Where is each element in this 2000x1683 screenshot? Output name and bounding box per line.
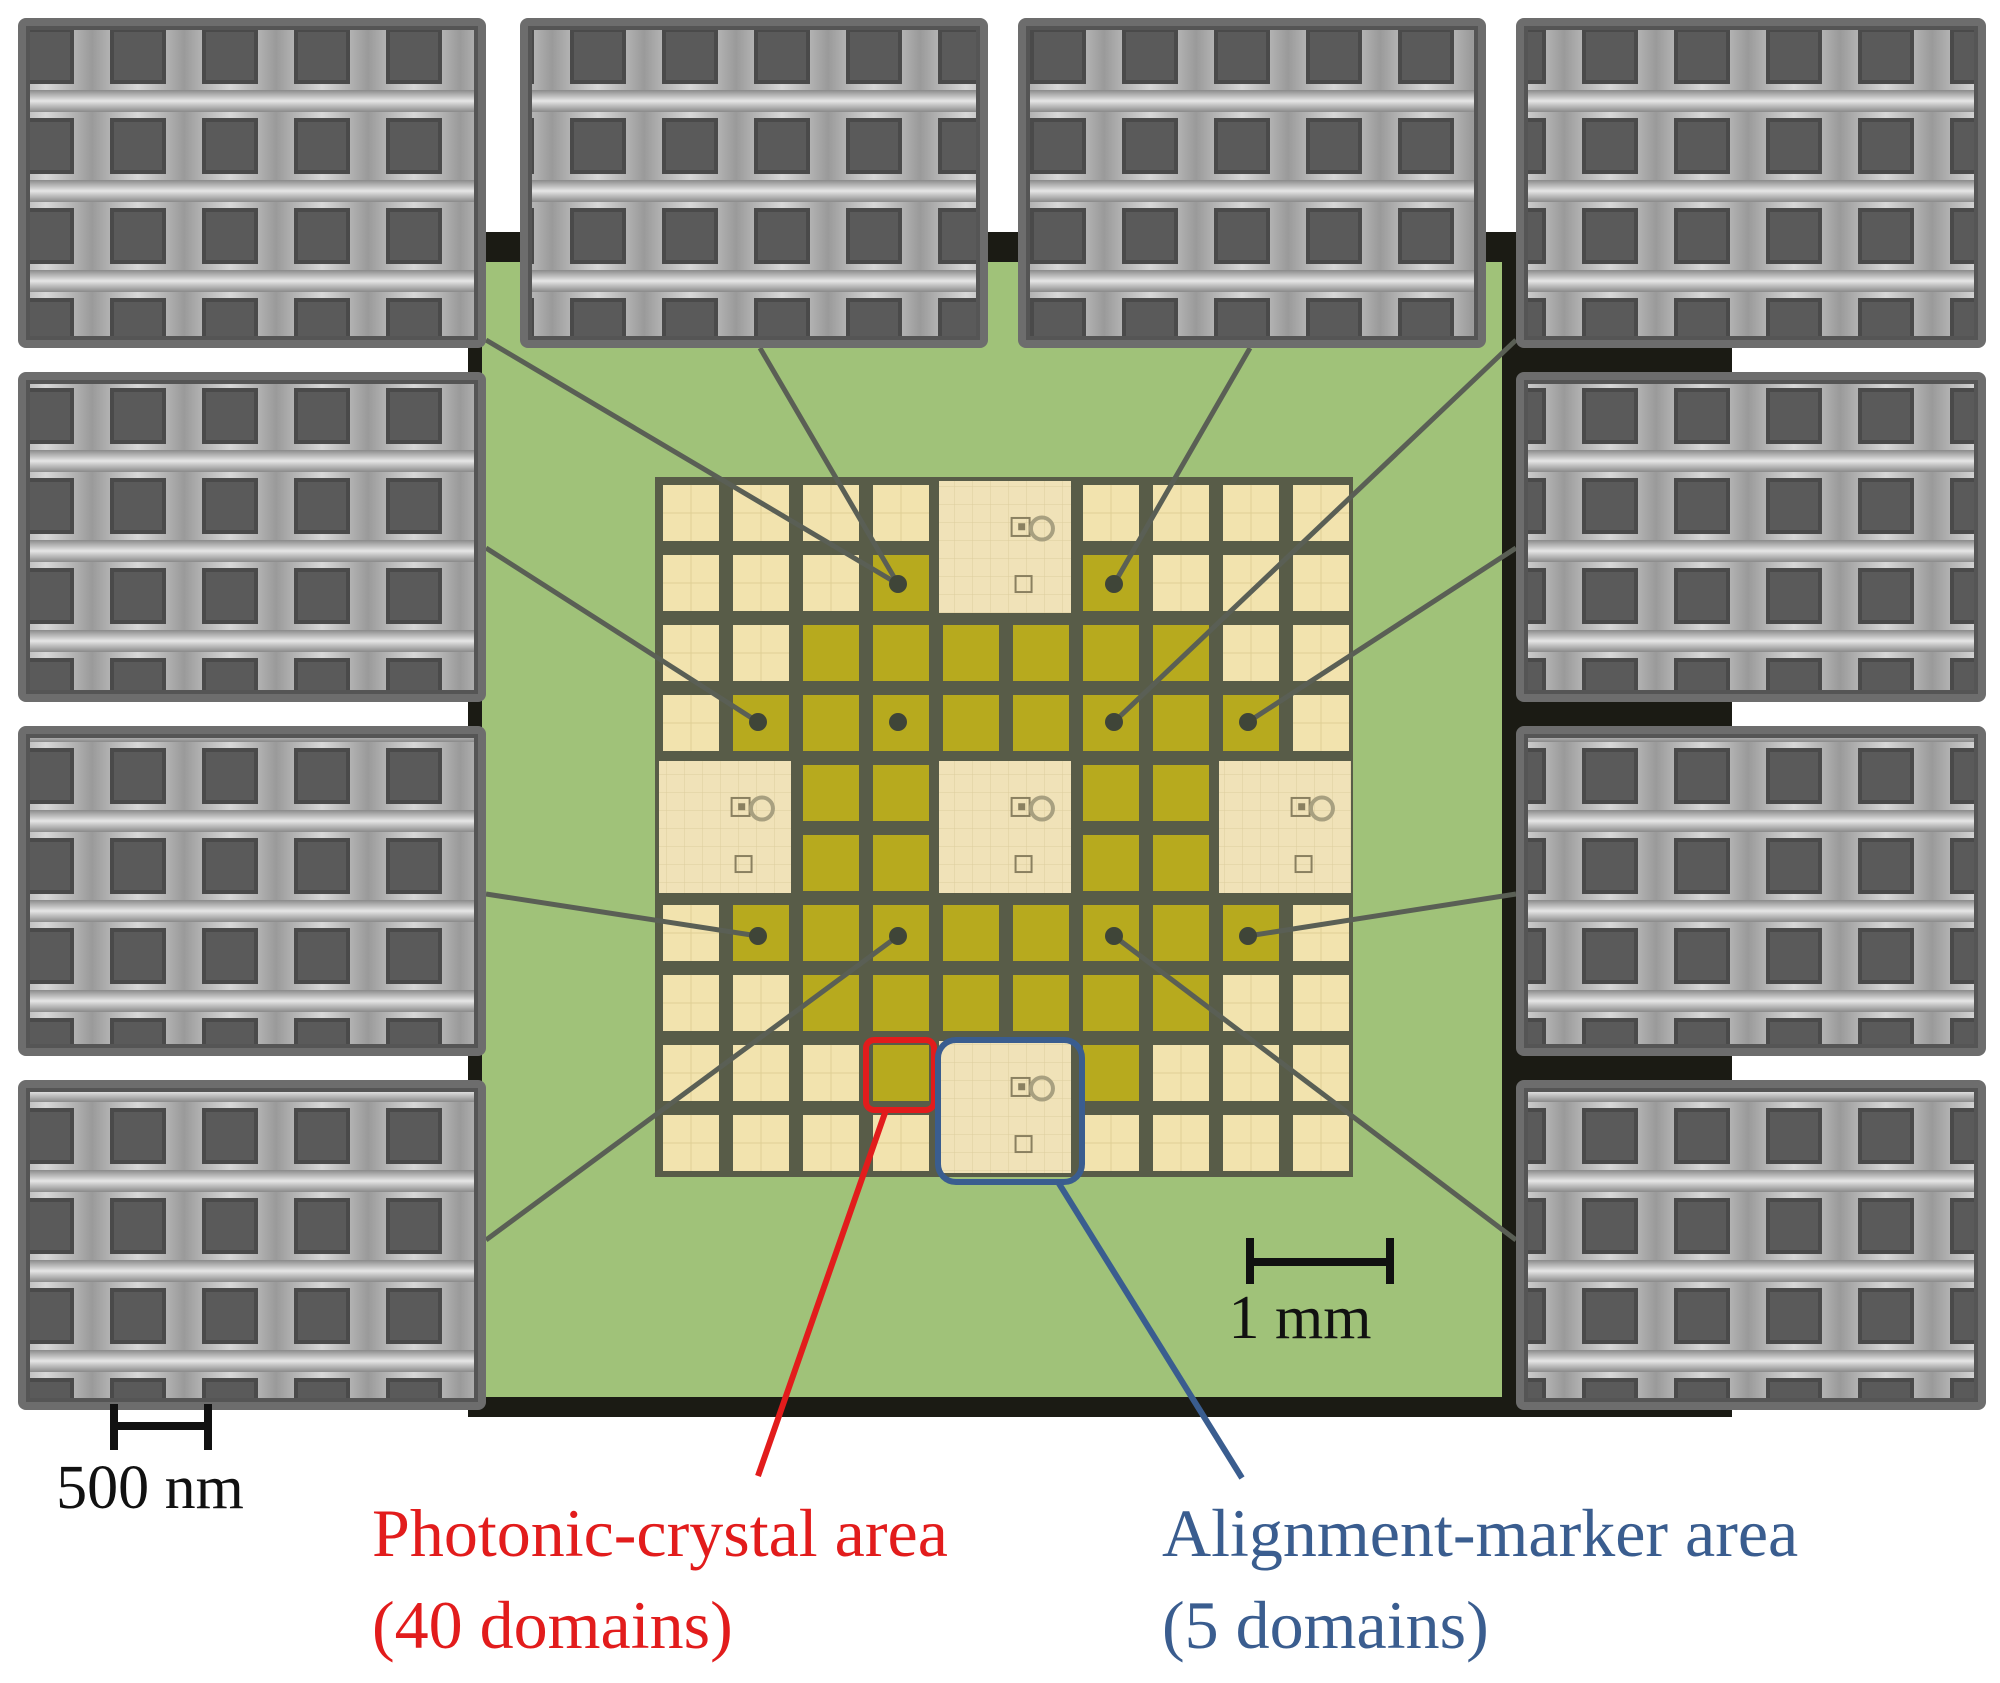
sem-inset xyxy=(1018,18,1486,348)
alignment-marker-block xyxy=(659,761,791,893)
photonic-crystal-count: (40 domains) xyxy=(372,1587,733,1663)
sem-inset xyxy=(18,372,486,702)
photonic-crystal-domain xyxy=(873,835,929,891)
photonic-crystal-domain xyxy=(1153,905,1209,961)
photonic-crystal-domain xyxy=(943,905,999,961)
photonic-crystal-domain xyxy=(943,695,999,751)
photonic-crystal-domain xyxy=(873,975,929,1031)
scale-bar-500nm: 500 nm xyxy=(56,1404,244,1522)
photonic-crystal-domain xyxy=(1083,975,1139,1031)
alignment-marker-block xyxy=(1219,761,1351,893)
photonic-crystal-domain xyxy=(803,765,859,821)
photonic-crystal-domain xyxy=(803,695,859,751)
sem-inset xyxy=(520,18,988,348)
photonic-crystal-domain xyxy=(1013,625,1069,681)
photonic-crystal-domain xyxy=(873,765,929,821)
connector-dot xyxy=(1105,713,1123,731)
photonic-crystal-domain xyxy=(1153,625,1209,681)
connector-dot xyxy=(889,575,907,593)
photonic-crystal-domain xyxy=(1083,625,1139,681)
sem-inset xyxy=(18,1080,486,1410)
sem-inset xyxy=(18,18,486,348)
photonic-crystal-domain xyxy=(873,625,929,681)
connector-dot xyxy=(1239,713,1257,731)
connector-dot xyxy=(1239,927,1257,945)
sem-inset xyxy=(1516,726,1986,1056)
sem-inset xyxy=(1516,1080,1986,1410)
photonic-crystal-domain xyxy=(1153,695,1209,751)
photonic-crystal-domain xyxy=(1013,975,1069,1031)
photonic-crystal-domain xyxy=(1083,765,1139,821)
photonic-crystal-domain xyxy=(943,975,999,1031)
photonic-crystal-domain xyxy=(803,905,859,961)
photonic-crystal-domain xyxy=(803,835,859,891)
sem-inset xyxy=(18,726,486,1056)
sem-inset xyxy=(1516,18,1986,348)
photonic-crystal-domain xyxy=(943,625,999,681)
connector-dot xyxy=(1105,575,1123,593)
sem-inset xyxy=(1516,372,1986,702)
connector-dot xyxy=(1105,927,1123,945)
photonic-crystal-label: Photonic-crystal area xyxy=(372,1495,948,1571)
alignment-marker-block xyxy=(939,1041,1071,1173)
alignment-marker-block xyxy=(939,761,1071,893)
connector-dot xyxy=(749,927,767,945)
alignment-marker-block xyxy=(939,481,1071,613)
photonic-crystal-domain xyxy=(873,1045,929,1101)
photonic-crystal-domain xyxy=(803,625,859,681)
alignment-marker-count: (5 domains) xyxy=(1162,1587,1489,1663)
photonic-crystal-domain xyxy=(1153,765,1209,821)
scale-bar-500nm-label: 500 nm xyxy=(56,1454,244,1522)
scale-bar-1mm-label: 1 mm xyxy=(1229,1284,1372,1352)
connector-dot xyxy=(749,713,767,731)
alignment-marker-label: Alignment-marker area xyxy=(1162,1495,1798,1571)
photonic-crystal-domain xyxy=(1013,695,1069,751)
connector-dot xyxy=(889,713,907,731)
connector-dot xyxy=(889,927,907,945)
photonic-crystal-domain xyxy=(1083,1045,1139,1101)
photonic-crystal-domain xyxy=(1013,905,1069,961)
photonic-crystal-domain xyxy=(1153,835,1209,891)
photonic-crystal-domain xyxy=(1083,835,1139,891)
